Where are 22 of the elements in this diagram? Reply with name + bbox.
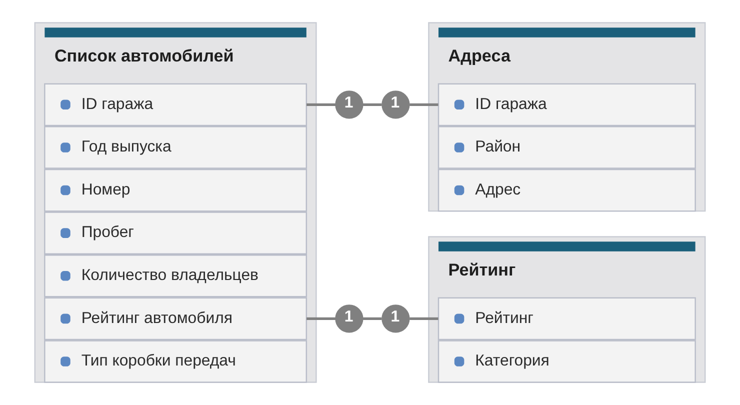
connector (306, 103, 336, 106)
node-circle: 1 (335, 90, 364, 119)
connector (410, 103, 438, 106)
node-circle: 1 (335, 304, 364, 333)
node-circle: 1 (382, 304, 410, 333)
node-box: Рейтинг (438, 297, 696, 340)
connector (362, 103, 382, 106)
node-box: Номер (44, 168, 308, 212)
node-box: Количество владельцев (44, 254, 308, 298)
node-box: Район (438, 126, 696, 169)
node-box: ID гаража (438, 83, 696, 126)
connector (362, 317, 382, 320)
node-box: Адрес (438, 168, 696, 212)
node-circle: 1 (382, 90, 410, 119)
node-box: Рейтинг автомобиля (44, 297, 308, 340)
connector (306, 317, 336, 320)
node-box: Год выпуска (44, 126, 308, 169)
node-box: Категория (438, 340, 696, 383)
node-box: Пробег (44, 212, 308, 254)
node-box: Тип коробки передач (44, 340, 308, 383)
connector (410, 317, 438, 320)
node-box: ID гаража (44, 83, 308, 126)
